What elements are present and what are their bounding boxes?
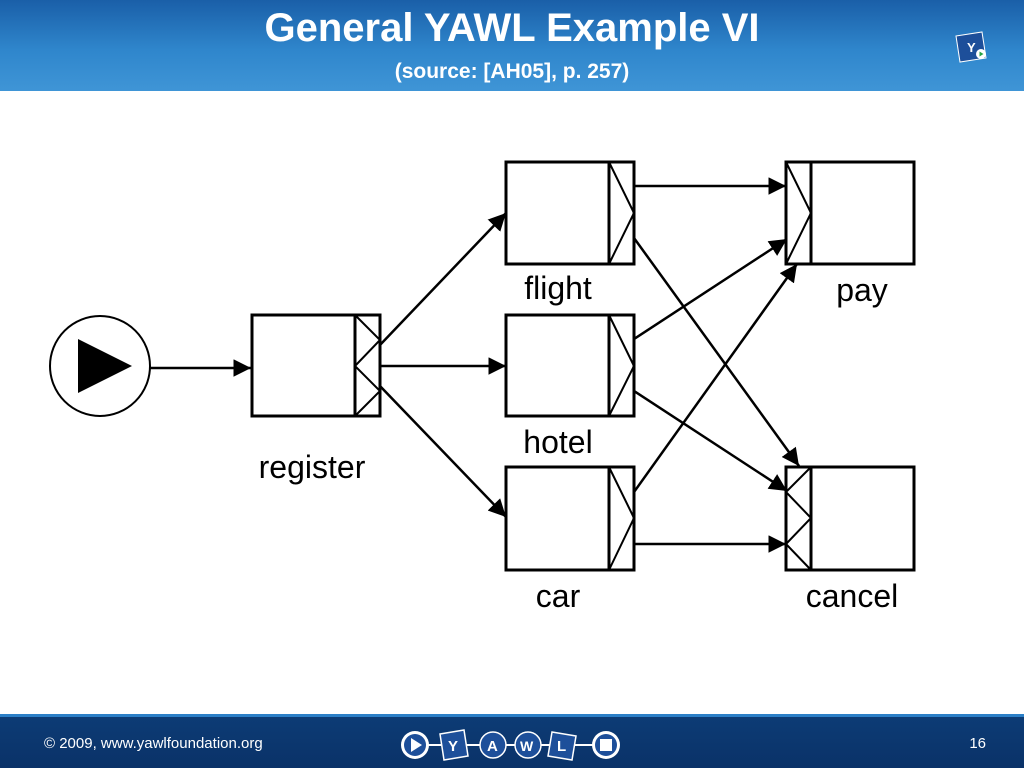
start-condition-play-icon — [78, 339, 132, 393]
task-cancel — [784, 465, 916, 572]
footer-stop-icon — [592, 731, 620, 759]
svg-text:A: A — [487, 738, 498, 755]
yawl-logo-icon: Y — [955, 31, 987, 63]
page-number: 16 — [969, 735, 986, 752]
yawl-footer-logo: Y A W L — [401, 729, 620, 761]
task-label-register: register — [258, 449, 366, 485]
slide-subtitle: (source: [AH05], p. 257) — [394, 60, 630, 83]
task-pay — [784, 160, 916, 266]
task-label-pay: pay — [836, 272, 888, 308]
svg-text:Y: Y — [448, 738, 458, 755]
start-condition — [49, 315, 151, 417]
flow-register-car — [379, 385, 507, 518]
footer-letter-a: A — [479, 731, 507, 759]
task-label-hotel: hotel — [523, 424, 593, 460]
flow-register-flight — [379, 212, 507, 346]
flow-hotel-pay — [633, 237, 788, 341]
slide-footer — [0, 714, 1024, 768]
svg-text:L: L — [557, 738, 566, 755]
task-hotel — [504, 313, 636, 418]
task-label-cancel: cancel — [805, 578, 899, 614]
task-car — [504, 465, 636, 572]
slide-header — [0, 0, 1024, 91]
footer-letter-y: Y — [439, 729, 469, 761]
svg-text:W: W — [520, 738, 534, 754]
task-register — [250, 313, 382, 418]
footer-letter-l: L — [547, 731, 577, 761]
task-label-car: car — [535, 578, 581, 614]
flow-car-pay — [632, 263, 799, 493]
slide-title: General YAWL Example VI — [264, 6, 760, 50]
yawl-process-diagram — [49, 160, 916, 572]
flow-arrows — [150, 177, 801, 553]
footer-play-icon — [401, 731, 429, 759]
task-label-flight: flight — [524, 270, 592, 306]
footer-letter-w: W — [514, 731, 542, 759]
flow-flight-cancel — [632, 237, 801, 467]
task-flight — [504, 160, 636, 266]
flow-hotel-cancel — [633, 389, 788, 493]
footer-divider — [0, 714, 1024, 717]
footer-copyright: © 2009, www.yawlfoundation.org — [44, 735, 263, 752]
svg-text:Y: Y — [967, 40, 976, 55]
